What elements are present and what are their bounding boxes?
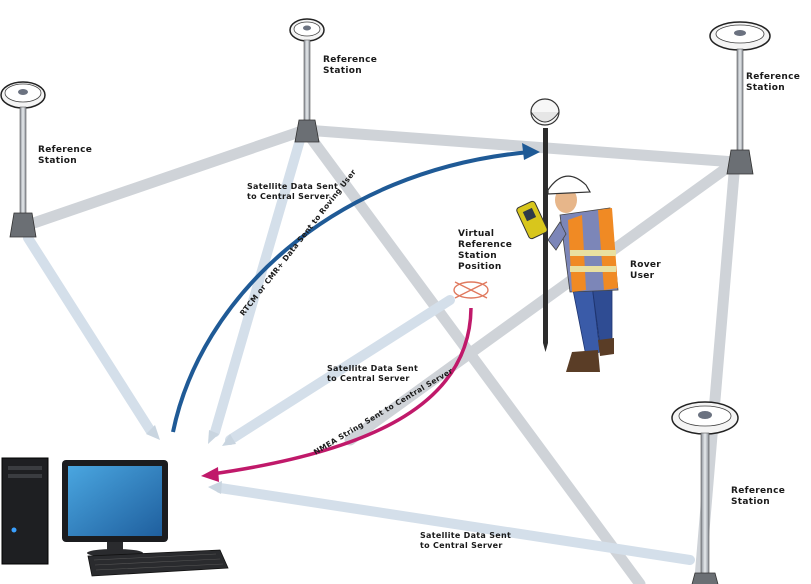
reference-station-label-right: Reference Station	[746, 72, 801, 93]
network-line-top-right	[299, 124, 741, 168]
rtcm-arrow	[171, 150, 531, 433]
beam-arrowheads	[146, 425, 236, 494]
network-lines	[19, 124, 741, 584]
rtcm-arrowhead	[522, 143, 540, 160]
gnss-antenna-icon	[289, 18, 325, 143]
beam-arrow-middle	[222, 434, 236, 446]
beam-arrow-left	[146, 425, 160, 440]
gnss-antenna-icon	[0, 81, 46, 238]
reference-station-label-bottom-right: Reference Station	[731, 486, 786, 507]
satellite-data-label-bottom: Satellite Data Sent to Central Server	[420, 531, 512, 550]
reference-station-label-left: Reference Station	[38, 145, 93, 166]
nmea-arrow	[211, 307, 473, 476]
beam-bottom-station	[215, 483, 695, 565]
rover-surveyor-icon	[516, 98, 619, 372]
virtual-station-cross-icon	[453, 281, 489, 299]
reference-station-label-top: Reference Station	[323, 55, 378, 76]
network-line-left-top	[19, 124, 311, 232]
virtual-reference-station-label: Virtual Reference Station Position	[458, 229, 513, 272]
satellite-data-label-top: Satellite Data Sent to Central Server	[247, 182, 339, 201]
beam-arrow-top	[208, 430, 219, 444]
beam-left-station	[23, 233, 155, 435]
rover-user-label: Rover User	[630, 260, 662, 281]
central-server-computer-icon	[1, 457, 229, 577]
beam-top-station	[210, 135, 305, 437]
beam-middle	[225, 295, 455, 445]
gnss-antenna-icon	[671, 401, 739, 584]
nmea-arrowhead	[201, 467, 219, 482]
data-beams	[23, 135, 695, 565]
gnss-antenna-icon	[709, 21, 771, 175]
beam-arrow-bottom	[208, 481, 222, 494]
satellite-data-label-middle: Satellite Data Sent to Central Server	[327, 364, 419, 383]
network-line-right-left	[344, 156, 741, 446]
